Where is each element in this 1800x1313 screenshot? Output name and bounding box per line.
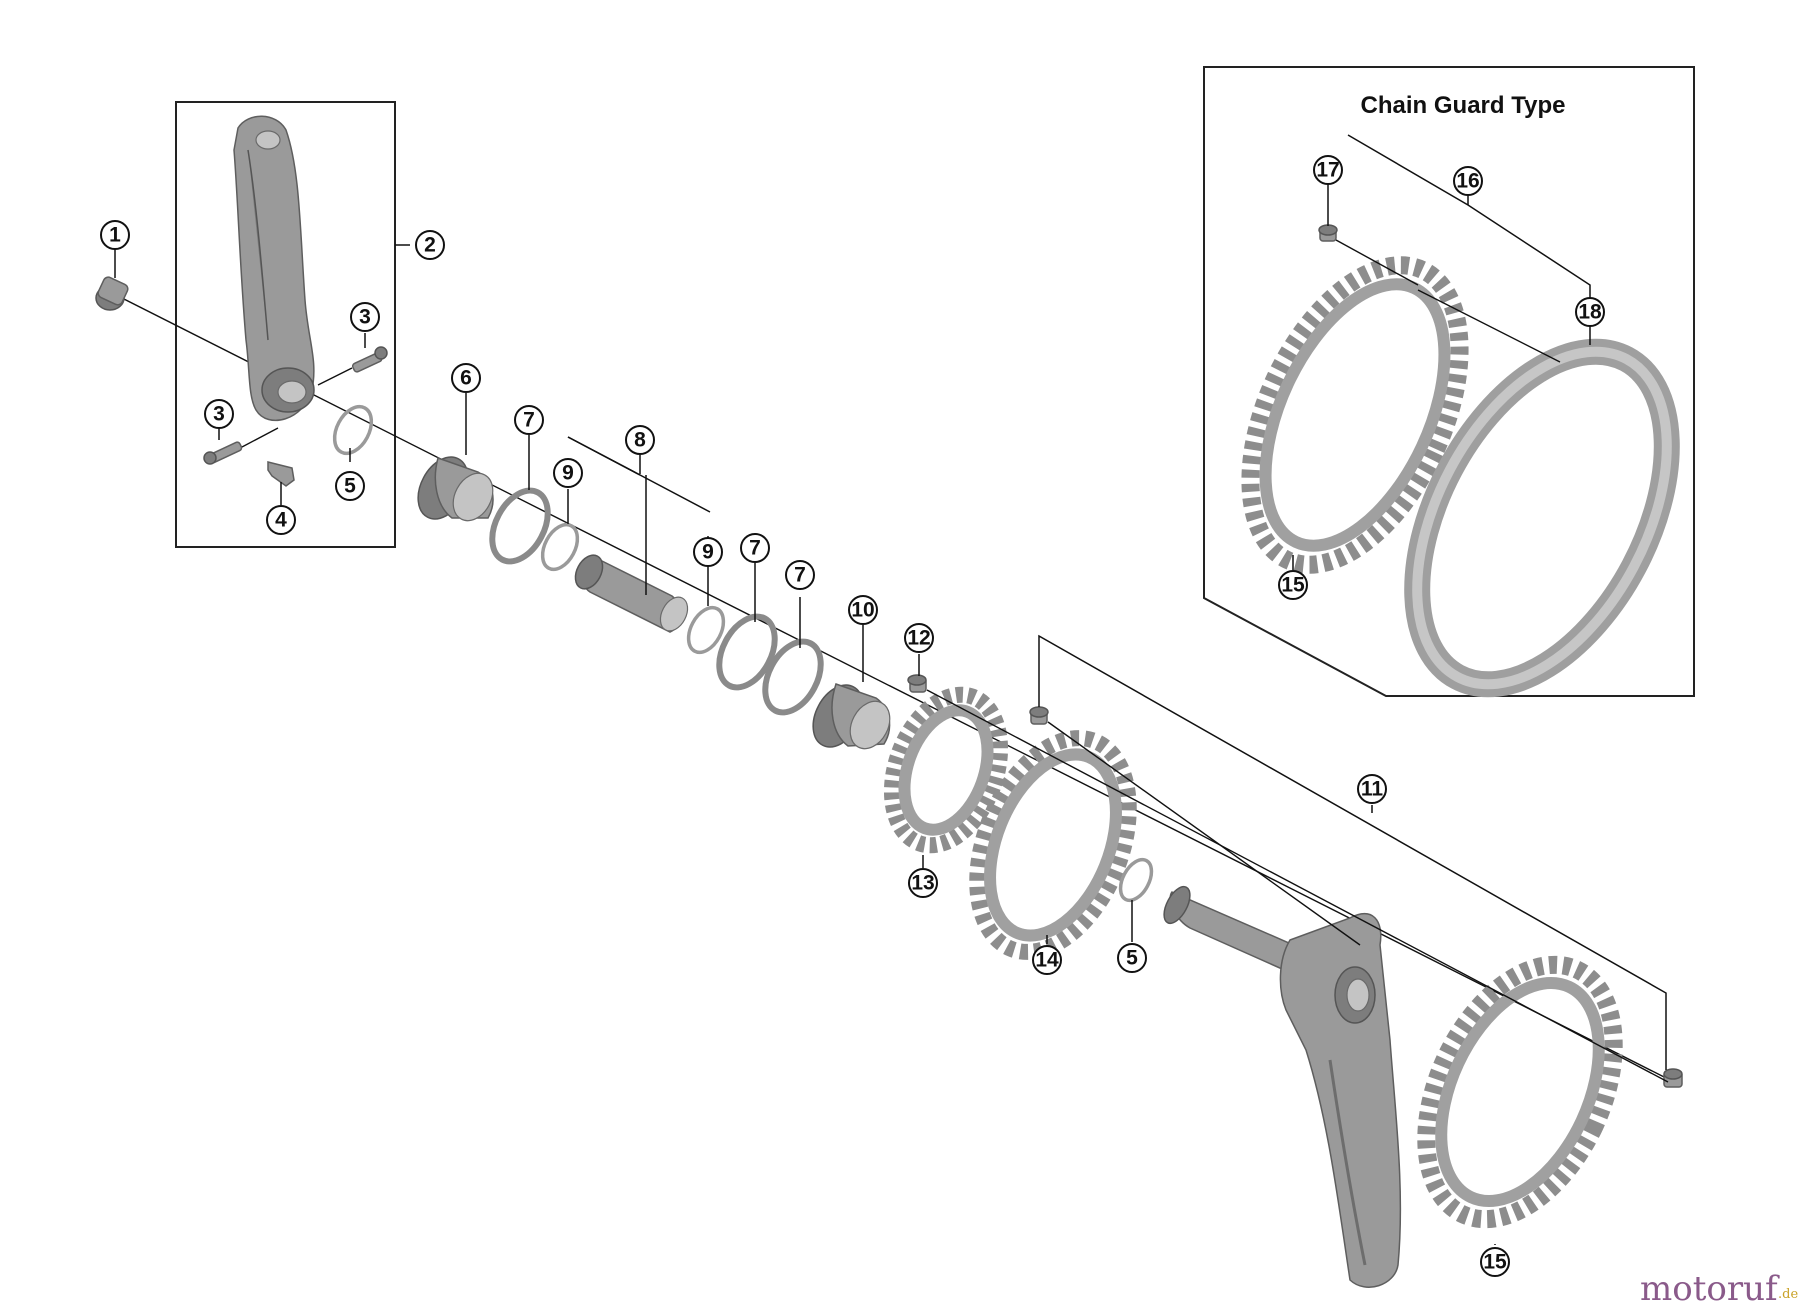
callout-9b: 9	[693, 537, 723, 567]
callout-13: 13	[908, 868, 938, 898]
chain-guard-inset-box	[1203, 66, 1695, 697]
svg-text:5: 5	[1126, 947, 1138, 970]
svg-text:8: 8	[634, 429, 646, 452]
callout-2: 2	[415, 230, 445, 260]
svg-text:7: 7	[749, 537, 761, 560]
large-chainring	[1417, 955, 1623, 1229]
spacer-ring-9b	[686, 605, 726, 655]
svg-text:1: 1	[109, 224, 121, 247]
chainring-bolt-12	[907, 674, 927, 693]
svg-text:11: 11	[1361, 778, 1384, 801]
callout-5-left: 5	[335, 471, 365, 501]
callout-7c: 7	[785, 560, 815, 590]
left-crank-arm-group-box	[175, 101, 396, 548]
callout-15-main: 15	[1480, 1247, 1510, 1277]
crank-fixing-bolt-lower	[203, 441, 243, 465]
right-bb-cup	[812, 683, 891, 750]
watermark-suffix: .de	[1778, 1287, 1798, 1302]
left-crank-arm	[233, 115, 315, 421]
stopper-plate	[267, 461, 295, 487]
chain-guard	[1404, 338, 1680, 698]
callout-3-lower: 3	[204, 399, 234, 429]
chainring-bolt-mid	[1029, 706, 1049, 725]
callout-16: 16	[1453, 166, 1483, 196]
left-bb-cup	[417, 456, 494, 522]
spacer-ring-7b	[716, 613, 778, 691]
svg-text:17: 17	[1316, 159, 1339, 182]
callout-5-right: 5	[1117, 943, 1147, 973]
callout-17: 17	[1313, 155, 1343, 185]
callout-1: 1	[100, 220, 130, 250]
assembly-axis	[119, 296, 1671, 1081]
svg-text:13: 13	[911, 872, 934, 895]
callout-12: 12	[904, 623, 934, 653]
svg-text:16: 16	[1456, 170, 1479, 193]
callout-7b: 7	[740, 533, 770, 563]
o-ring-left	[332, 404, 374, 456]
callout-4: 4	[266, 505, 296, 535]
o-ring-right	[1118, 857, 1154, 903]
svg-text:3: 3	[213, 403, 225, 426]
watermark-logo: motoruf .de	[1640, 1269, 1798, 1309]
svg-text:7: 7	[523, 409, 535, 432]
svg-text:2: 2	[424, 234, 436, 257]
svg-text:7: 7	[794, 564, 806, 587]
chain-guard-bolt	[1318, 224, 1338, 242]
callout-18: 18	[1575, 297, 1605, 327]
callout-11: 11	[1357, 774, 1387, 804]
callout-14: 14	[1032, 945, 1062, 975]
svg-text:18: 18	[1578, 301, 1602, 324]
right-crank-arm	[1163, 885, 1402, 1288]
spacer-ring-9a	[540, 522, 580, 572]
chainring-bolt-right	[1663, 1068, 1683, 1088]
svg-text:4: 4	[275, 509, 287, 532]
bb-inner-sleeve	[574, 554, 689, 633]
svg-text:15: 15	[1281, 574, 1305, 597]
callout-8: 8	[625, 425, 655, 455]
spacer-ring-7a	[489, 487, 551, 565]
middle-chainring	[969, 730, 1137, 960]
watermark-main: motoruf	[1640, 1269, 1780, 1309]
svg-text:10: 10	[851, 599, 874, 622]
callout-6: 6	[451, 363, 481, 393]
callout-3-upper: 3	[350, 302, 380, 332]
svg-text:5: 5	[344, 475, 356, 498]
inset-chainring	[1241, 256, 1469, 574]
svg-text:motoruf: motoruf	[1640, 1269, 1780, 1309]
callout-15-inset: 15	[1278, 570, 1308, 600]
callout-10: 10	[848, 595, 878, 625]
crank-fixing-bolt-upper	[351, 346, 388, 373]
svg-text:14: 14	[1035, 949, 1059, 972]
svg-text:3: 3	[359, 306, 371, 329]
inset-title: Chain Guard Type	[1361, 92, 1566, 119]
svg-text:6: 6	[460, 367, 472, 390]
svg-text:9: 9	[702, 541, 714, 564]
spacer-ring-7c	[762, 638, 824, 716]
svg-text:15: 15	[1483, 1251, 1507, 1274]
svg-text:9: 9	[562, 462, 574, 485]
callout-7a: 7	[514, 405, 544, 435]
crank-bolt	[95, 276, 129, 311]
svg-text:12: 12	[907, 627, 930, 650]
callout-9a: 9	[553, 458, 583, 488]
